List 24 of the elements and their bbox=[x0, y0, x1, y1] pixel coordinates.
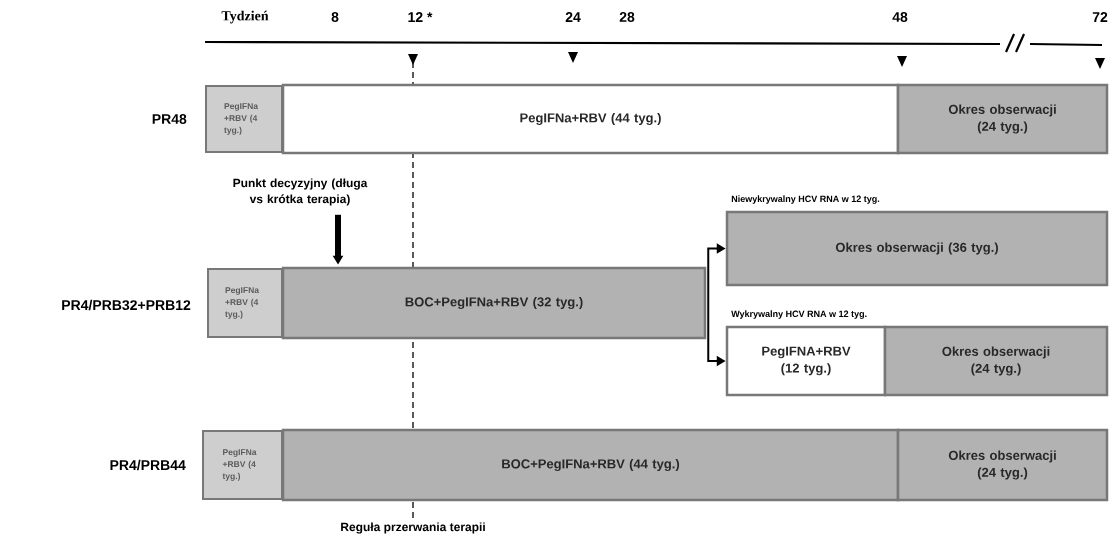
phase-box: Okres obserwacji (24 tyg.) bbox=[896, 83, 1109, 155]
phase-box: Okres obserwacji (24 tyg.) bbox=[896, 428, 1109, 502]
phase-box: Okres obserwacji (24 tyg.) bbox=[883, 325, 1109, 397]
axis-title: Tydzień bbox=[221, 10, 269, 24]
week-number: 8 bbox=[331, 12, 339, 22]
phase-box: BOC+PegIFNa+RBV (32 tyg.) bbox=[281, 266, 707, 340]
phase-box: PegIFNa +RBV (4 tyg.) bbox=[202, 430, 283, 500]
week-number: 48 bbox=[892, 12, 908, 22]
phase-box: PegIFNA+RBV (12 tyg.) bbox=[725, 325, 887, 397]
phase-box: PegIFNa +RBV (4 tyg.) bbox=[205, 85, 283, 153]
condition-text: Wykrywalny HCV RNA w 12 tyg. bbox=[731, 310, 867, 319]
phase-box: PegIFNa +RBV (4 tyg.) bbox=[207, 268, 283, 338]
arm-label: PR4/PRB32+PRB12 bbox=[62, 299, 191, 311]
week-number: 28 bbox=[619, 12, 635, 22]
condition-text: Niewykrywalny HCV RNA w 12 tyg. bbox=[731, 195, 880, 204]
week-number: 72 bbox=[1092, 12, 1108, 22]
arm-label: PR48 bbox=[152, 114, 187, 124]
stopping-rule-text: Reguła przerwania terapii bbox=[339, 521, 487, 535]
phase-box: Okres obserwacji (36 tyg.) bbox=[725, 210, 1109, 287]
decision-point-text: Punkt decyzyjny (długa vs krótka terapia) bbox=[233, 178, 368, 206]
arm-label: PR4/PRB44 bbox=[110, 459, 186, 471]
week-number: 12 * bbox=[408, 12, 433, 22]
week-number: 24 bbox=[565, 12, 581, 22]
phase-box: PegIFNa+RBV (44 tyg.) bbox=[281, 83, 900, 155]
